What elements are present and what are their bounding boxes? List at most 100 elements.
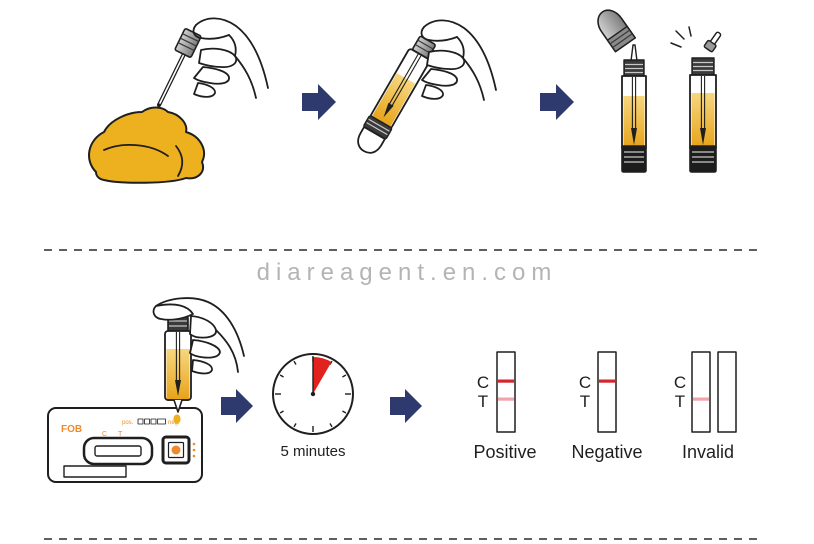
thread-groove xyxy=(366,122,388,136)
test-line-label: T xyxy=(675,392,685,411)
hand-palm-edge xyxy=(234,55,257,99)
step-1-collect-sample xyxy=(88,17,269,184)
collection-tube-icon xyxy=(164,315,192,413)
tube-dropper-tip xyxy=(167,399,189,413)
test-line-label: T xyxy=(580,392,590,411)
collection-tube-icon xyxy=(689,57,717,173)
control-line xyxy=(498,379,514,383)
thread-groove xyxy=(612,33,633,49)
hand-icon xyxy=(192,17,269,99)
stool-sample-icon xyxy=(88,106,205,184)
hand-middle-finger xyxy=(193,66,230,85)
test-line-label: T xyxy=(478,392,488,411)
tube-bottom xyxy=(621,145,647,173)
hand-middle-finger xyxy=(189,339,221,359)
thread-groove xyxy=(368,118,390,132)
control-line-label: C xyxy=(674,373,686,392)
thread-groove xyxy=(417,39,434,50)
thread-groove xyxy=(180,37,197,47)
sampling-stick-icon xyxy=(156,51,187,108)
clock-tick xyxy=(329,423,333,428)
hand-ring-finger xyxy=(421,84,444,100)
hand-middle-finger xyxy=(421,68,458,87)
hand-ring-finger xyxy=(191,359,213,375)
hand-back-outline xyxy=(155,297,245,357)
control-line xyxy=(599,379,615,383)
right-arrow-icon xyxy=(302,84,336,120)
tube-bottom xyxy=(689,145,717,173)
result-label: Negative xyxy=(571,442,642,462)
hand-back-outline xyxy=(195,17,269,89)
tube-liquid xyxy=(623,96,645,147)
step-5-wait-timer: 5 minutes xyxy=(272,353,354,460)
result-negative: C T Negative xyxy=(571,351,643,462)
test-strip-icon xyxy=(597,351,617,433)
hand-icon xyxy=(152,297,245,375)
test-cassette-icon: FOB pos. neg. C T xyxy=(47,407,203,483)
thread-groove xyxy=(609,29,631,45)
sample-drop xyxy=(173,414,181,424)
tube-liquid xyxy=(166,349,190,399)
hand-icon xyxy=(420,19,497,101)
tube-liquid xyxy=(691,93,715,147)
right-arrow-icon xyxy=(221,389,253,423)
right-arrow-icon xyxy=(540,84,574,120)
cassette-label-area xyxy=(63,465,127,478)
inner-stick xyxy=(388,53,420,106)
hand-index-finger xyxy=(426,49,466,70)
result-positive: C T Positive xyxy=(473,351,537,462)
cassette-t-label: T xyxy=(118,431,123,438)
cassette-pos-label: pos. xyxy=(122,420,134,426)
cassette-neg-label: neg. xyxy=(168,420,180,426)
test-strip-icon xyxy=(717,351,737,433)
test-line xyxy=(498,397,514,401)
hand-ring-finger xyxy=(193,82,216,98)
inner-stick-tip xyxy=(175,380,181,396)
hand-palm-edge xyxy=(462,57,485,101)
thread-groove xyxy=(177,42,195,52)
inner-stick-tip xyxy=(700,128,706,145)
collection-tube-icon xyxy=(621,44,647,173)
control-line-label: C xyxy=(477,373,489,392)
grooved-cap-icon xyxy=(174,28,202,58)
stool-fold-line xyxy=(103,144,169,157)
timer-icon xyxy=(272,353,354,435)
cassette-result-key xyxy=(137,418,166,425)
test-strip-icon xyxy=(691,351,711,433)
timer-label: 5 minutes xyxy=(280,443,345,460)
dropper-nozzle xyxy=(630,44,638,62)
clock-tick xyxy=(293,360,297,365)
result-invalid: C T Invalid xyxy=(674,351,737,462)
clock-tick xyxy=(279,374,284,378)
elapsed-time-wedge xyxy=(313,357,332,394)
hand-back-outline xyxy=(423,19,497,91)
cassette-c-label: C xyxy=(102,431,107,438)
hand-index-finger xyxy=(189,315,217,339)
clock-tick xyxy=(293,423,297,428)
cap-thread-band xyxy=(606,25,636,53)
step-2-insert-stick xyxy=(357,19,497,154)
test-line xyxy=(693,397,709,401)
clock-tick xyxy=(279,410,284,414)
clock-tick xyxy=(342,410,347,414)
cassette-brand-label: FOB xyxy=(61,424,82,435)
right-arrow-icon xyxy=(390,389,422,423)
pop-spark-lines xyxy=(670,26,692,48)
hand-thumb xyxy=(152,303,194,321)
clock-center xyxy=(310,391,316,397)
test-strip-icon xyxy=(496,351,516,433)
tube-liquid xyxy=(371,73,416,127)
clock-tick xyxy=(342,374,347,378)
tube-bottom-cap xyxy=(357,126,386,154)
hand-thumb xyxy=(192,24,230,40)
hand-thumb-base xyxy=(228,34,237,57)
hand-index-finger xyxy=(198,47,238,68)
result-label: Positive xyxy=(473,442,536,462)
hand-thumb xyxy=(420,26,458,42)
stool-fold-line xyxy=(175,145,184,177)
nozzle-cap-icon xyxy=(703,31,722,53)
thread-groove xyxy=(182,33,199,43)
inner-stick xyxy=(390,54,422,108)
step-4-add-drops: FOB pos. neg. C T xyxy=(47,297,245,483)
